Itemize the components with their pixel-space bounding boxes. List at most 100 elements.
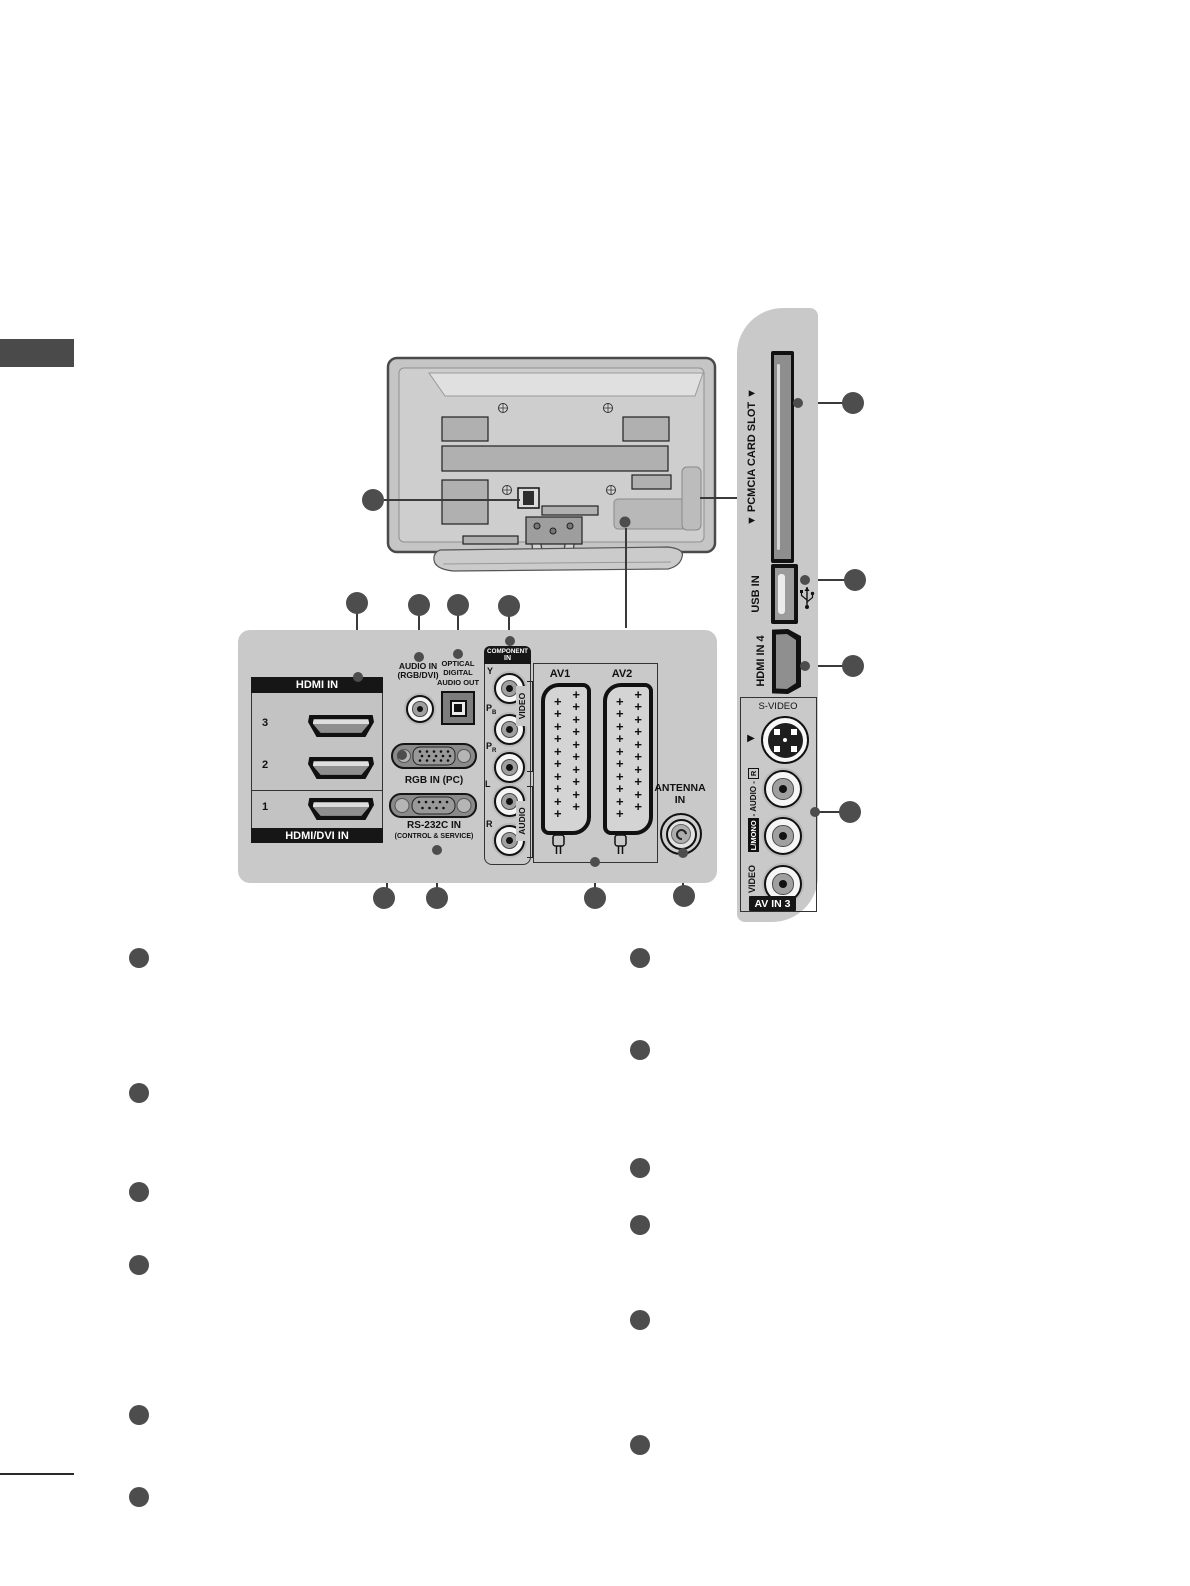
hdmi-in-header: HDMI IN (251, 677, 383, 693)
footer-rule (0, 1473, 74, 1475)
audio-in-label: AUDIO IN(RGB/DVI) (397, 661, 439, 680)
callout-power-cord (362, 489, 384, 511)
list-bullet (630, 1215, 650, 1235)
dot-scart (590, 857, 600, 867)
hdmi-port-1-label: 1 (262, 801, 269, 813)
av-in-3-title: AV IN 3 (749, 896, 796, 911)
callout-hdmi-in (346, 592, 368, 614)
pcmcia-slot-stripe (777, 364, 780, 550)
av3-audio-r-jack (764, 770, 802, 808)
usb-icon (800, 587, 815, 609)
antenna-connector (660, 813, 702, 855)
callout-line-hdmi4 (808, 665, 844, 667)
callout-usb (844, 569, 866, 591)
callout-line-av3 (818, 811, 841, 813)
component-pb-label: PB (486, 703, 497, 716)
plug-icon (614, 834, 627, 854)
list-bullet (630, 1310, 650, 1330)
video-group-label: VIDEO (516, 686, 528, 726)
av2-label: AV2 (611, 667, 633, 680)
callout-pcmcia (842, 392, 864, 414)
av3-audio-label: L/MONO - AUDIO - R (746, 760, 760, 860)
pcmcia-label: ▼ PCMCIA CARD SLOT ▼ (746, 387, 758, 527)
component-pr-label: PR (486, 741, 497, 754)
av2-scart-connector: ++++++++++++++++++++ (603, 683, 653, 835)
audio-group-label: AUDIO (516, 801, 528, 841)
callout-audio-in (408, 594, 430, 616)
hdmi-dvi-footer: HDMI/DVI IN (251, 828, 383, 843)
chapter-tab (0, 339, 74, 367)
audio-in-jack (406, 695, 434, 723)
dot-optical (453, 649, 463, 659)
list-bullet (129, 1405, 149, 1425)
tv-back-illustration (386, 356, 717, 572)
callout-line-pcmcia (801, 402, 844, 404)
component-y-label: Y (487, 666, 494, 676)
hdmi-in-4-port-inner (776, 634, 796, 689)
callout-hdmi4 (842, 655, 864, 677)
tv-cover-callout-dot (619, 516, 631, 528)
list-bullet (630, 1040, 650, 1060)
list-bullet (129, 948, 149, 968)
callout-av3 (839, 801, 861, 823)
hdmi-in-4-label: HDMI IN 4 (755, 635, 767, 687)
dot-component (505, 636, 515, 646)
audio-group-bracket (527, 786, 533, 858)
list-bullet (129, 1182, 149, 1202)
s-video-label: S-VIDEO (758, 700, 798, 712)
dot-av3 (810, 807, 820, 817)
rs232-label: RS-232C IN (407, 820, 461, 831)
component-l-label: L (485, 779, 491, 789)
callout-scart (584, 887, 606, 909)
callout-rgb (373, 887, 395, 909)
callout-line-power (384, 499, 520, 501)
list-bullet (630, 948, 650, 968)
component-pr-jack (494, 752, 525, 783)
list-bullet (129, 1487, 149, 1507)
usb-port-tongue (778, 574, 785, 614)
rs232-sublabel: (CONTROL & SERVICE) (394, 832, 474, 840)
list-bullet (129, 1083, 149, 1103)
dot-rs232 (432, 845, 442, 855)
hdmi-port-3 (308, 715, 374, 737)
dot-audio-in (414, 652, 424, 662)
callout-rs232 (426, 887, 448, 909)
callout-line-usb (808, 579, 846, 581)
av1-scart-connector: ++++++++++++++++++++ (541, 683, 591, 835)
callout-line-cover-down (625, 528, 627, 628)
dot-pcmcia (793, 398, 803, 408)
video-group-bracket (527, 681, 533, 772)
dot-hdmi-in (353, 672, 363, 682)
component-r-label: R (486, 819, 493, 829)
list-bullet (630, 1158, 650, 1178)
callout-antenna (673, 885, 695, 907)
dot-usb (800, 575, 810, 585)
callout-component (498, 595, 520, 617)
dot-rgb (397, 750, 407, 760)
hdmi-port-3-label: 3 (262, 717, 269, 729)
av-in-3-box (740, 697, 817, 912)
s-video-connector (761, 716, 809, 764)
optical-port (441, 691, 475, 725)
av1-label: AV1 (549, 667, 571, 680)
rgb-in-label: RGB IN (PC) (404, 774, 464, 786)
rs232-connector (389, 793, 477, 818)
callout-optical (447, 594, 469, 616)
hdmi-port-2-label: 2 (262, 759, 269, 771)
component-pb-jack (494, 714, 525, 745)
plug-icon (552, 834, 565, 854)
list-bullet (129, 1255, 149, 1275)
s-video-arrow-icon: ▶ (747, 732, 755, 744)
usb-in-label: USB IN (750, 575, 762, 613)
av3-audio-l-jack (764, 817, 802, 855)
rgb-in-connector (391, 743, 477, 769)
dot-antenna (678, 848, 688, 858)
dot-hdmi4 (800, 661, 810, 671)
list-bullet (630, 1435, 650, 1455)
component-in-header: COMPONENT IN (484, 646, 531, 664)
hdmi-port-2 (308, 757, 374, 779)
callout-line-component (508, 615, 510, 641)
